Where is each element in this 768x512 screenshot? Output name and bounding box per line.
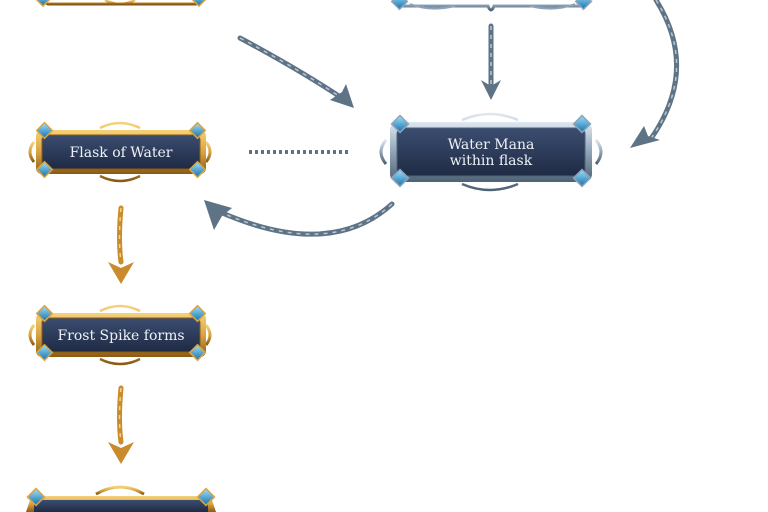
node-label-flask-of-water: Flask of Water (70, 145, 173, 161)
arrow-curve-back-to-flask (217, 201, 395, 237)
arrowhead (108, 442, 134, 464)
gold-arrows (108, 205, 134, 464)
arrowhead (481, 80, 501, 100)
node-frost-spike: Frost Spike forms (28, 304, 212, 366)
blue-gem-icon (390, 168, 410, 188)
arrowhead (630, 126, 660, 148)
node-label-water-mana-line2: within flask (450, 153, 533, 169)
node-label-water-mana-line1: Water Mana (448, 137, 535, 153)
silver-arrows (204, 0, 680, 237)
blue-gem-icon (390, 0, 409, 11)
blue-gem-icon (35, 343, 54, 362)
blue-gem-icon (35, 121, 54, 140)
gold-frame-bottom-partial (26, 485, 216, 512)
blue-gem-icon (190, 0, 208, 8)
blue-gem-icon (188, 304, 207, 323)
arrowhead (204, 200, 232, 230)
blue-gem-icon (572, 168, 592, 188)
blue-gem-icon (188, 343, 207, 362)
blue-gem-icon (572, 114, 592, 134)
blue-gem-icon (188, 160, 207, 179)
blue-gem-icon (574, 0, 593, 11)
gold-frame-top-left-partial (34, 0, 208, 8)
node-label-frost-spike: Frost Spike forms (57, 328, 184, 344)
blue-gem-icon (35, 304, 54, 323)
blue-gem-icon (188, 121, 207, 140)
arrowhead (108, 262, 134, 284)
blue-gem-icon (26, 487, 46, 507)
arrowhead (330, 84, 354, 108)
blue-gem-icon (390, 114, 410, 134)
blue-gem-icon (34, 0, 52, 8)
node-water-mana: Water Mana within flask (379, 112, 603, 192)
blue-gem-icon (196, 487, 216, 507)
node-flask-of-water: Flask of Water (28, 121, 212, 183)
arrow-curve-right (647, 0, 680, 143)
blue-gem-icon (35, 160, 54, 179)
silver-frame-top-partial (390, 0, 593, 12)
